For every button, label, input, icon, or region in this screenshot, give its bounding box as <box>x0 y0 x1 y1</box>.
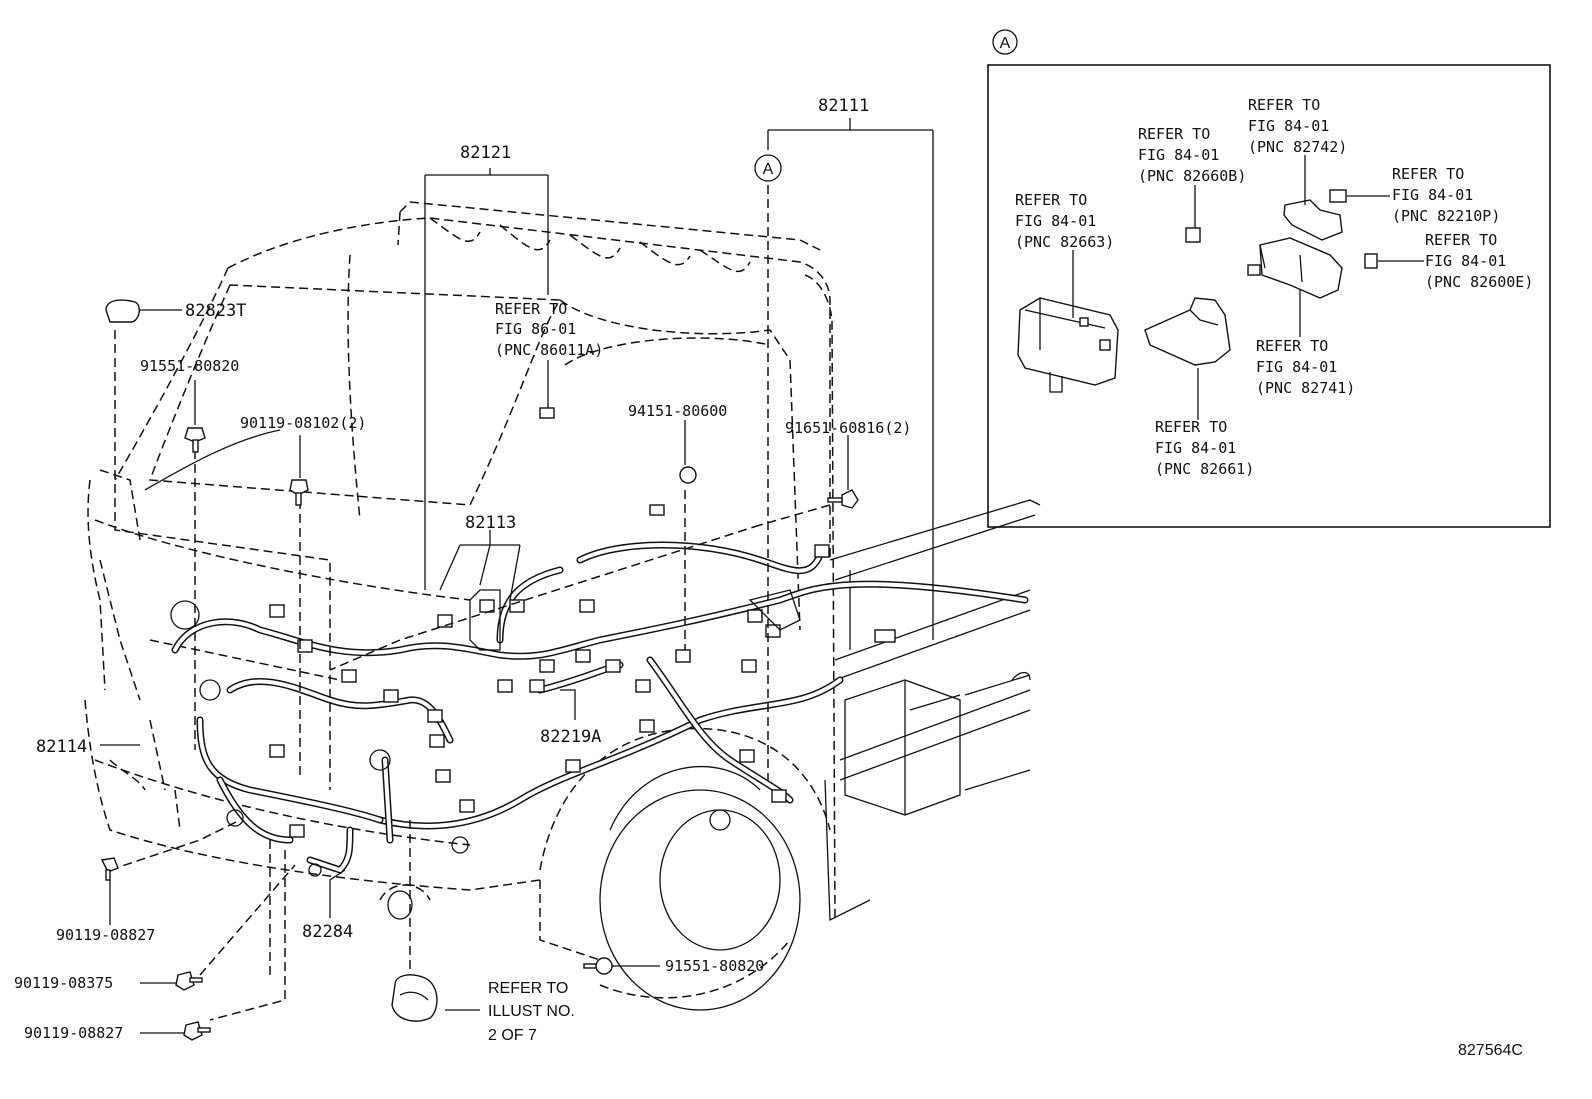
fastener-parts <box>100 299 859 1041</box>
svg-text:FIG 84-01: FIG 84-01 <box>1425 252 1506 270</box>
svg-text:A: A <box>763 161 774 178</box>
svg-text:REFER TO: REFER TO <box>1425 231 1497 249</box>
leader-lines <box>100 118 934 1034</box>
refer-82660B: REFER TO FIG 84-01 (PNC 82660B) <box>1138 125 1246 185</box>
svg-text:ILLUST NO.: ILLUST NO. <box>488 1003 575 1020</box>
svg-text:FIG 84-01: FIG 84-01 <box>1138 146 1219 164</box>
refer-82600E: REFER TO FIG 84-01 (PNC 82600E) <box>1425 231 1533 291</box>
svg-text:FIG 84-01: FIG 84-01 <box>1392 186 1473 204</box>
detail-inset-a <box>987 64 1551 528</box>
svg-text:(PNC 82600E): (PNC 82600E) <box>1425 273 1533 291</box>
illustration-number: 827564C <box>1458 1042 1523 1059</box>
svg-text:(PNC 82663): (PNC 82663) <box>1015 233 1114 251</box>
svg-text:REFER TO: REFER TO <box>495 300 567 318</box>
svg-text:REFER TO: REFER TO <box>1138 125 1210 143</box>
refer-fig-86-01: REFER TO FIG 86-01 (PNC 86011A) <box>495 300 603 359</box>
svg-text:FIG 86-01: FIG 86-01 <box>495 320 576 338</box>
label-91551-bottom: 91551-80820 <box>665 957 764 975</box>
svg-text:2 OF 7: 2 OF 7 <box>488 1027 537 1044</box>
svg-text:FIG 84-01: FIG 84-01 <box>1256 358 1337 376</box>
refer-82210P: REFER TO FIG 84-01 (PNC 82210P) <box>1392 165 1500 225</box>
label-90119-08827-b: 90119-08827 <box>24 1024 123 1042</box>
label-82121: 82121 <box>460 143 511 163</box>
refer-82663: REFER TO FIG 84-01 (PNC 82663) <box>1015 191 1114 251</box>
svg-text:(PNC 86011A): (PNC 86011A) <box>495 341 603 359</box>
svg-text:REFER TO: REFER TO <box>1015 191 1087 209</box>
engine-wire-harness <box>170 407 1029 877</box>
label-82111: 82111 <box>818 96 869 116</box>
label-82219A: 82219A <box>540 727 601 747</box>
refer-illust: REFER TO ILLUST NO. 2 OF 7 <box>488 980 575 1044</box>
svg-text:(PNC 82210P): (PNC 82210P) <box>1392 207 1500 225</box>
svg-text:(PNC 82742): (PNC 82742) <box>1248 138 1347 156</box>
label-82823T: 82823T <box>185 301 246 321</box>
svg-text:REFER TO: REFER TO <box>1155 418 1227 436</box>
refer-82661: REFER TO FIG 84-01 (PNC 82661) <box>1155 418 1254 478</box>
svg-text:FIG 84-01: FIG 84-01 <box>1248 117 1329 135</box>
svg-text:(PNC 82661): (PNC 82661) <box>1155 460 1254 478</box>
svg-text:REFER TO: REFER TO <box>488 980 568 997</box>
svg-text:A: A <box>1000 35 1011 52</box>
label-91651: 91651-60816(2) <box>785 419 911 437</box>
label-90119-08375: 90119-08375 <box>14 974 113 992</box>
label-94151: 94151-80600 <box>628 402 727 420</box>
refer-82741: REFER TO FIG 84-01 (PNC 82741) <box>1256 337 1355 397</box>
label-82113: 82113 <box>465 513 516 533</box>
svg-text:(PNC 82660B): (PNC 82660B) <box>1138 167 1246 185</box>
svg-text:FIG 84-01: FIG 84-01 <box>1015 212 1096 230</box>
label-82114: 82114 <box>36 737 87 757</box>
callout-a-circle: A <box>992 29 1018 55</box>
svg-text:REFER TO: REFER TO <box>1392 165 1464 183</box>
label-90119-08827-a: 90119-08827 <box>56 926 155 944</box>
svg-text:(PNC 82741): (PNC 82741) <box>1256 379 1355 397</box>
refer-82742: REFER TO FIG 84-01 (PNC 82742) <box>1248 96 1347 156</box>
label-90119-08102: 90119-08102(2) <box>240 414 366 432</box>
label-82284: 82284 <box>302 922 353 942</box>
svg-text:FIG 84-01: FIG 84-01 <box>1155 439 1236 457</box>
callout-a-circle-main: A <box>754 154 782 182</box>
label-91551-top: 91551-80820 <box>140 357 239 375</box>
svg-text:REFER TO: REFER TO <box>1256 337 1328 355</box>
svg-text:REFER TO: REFER TO <box>1248 96 1320 114</box>
